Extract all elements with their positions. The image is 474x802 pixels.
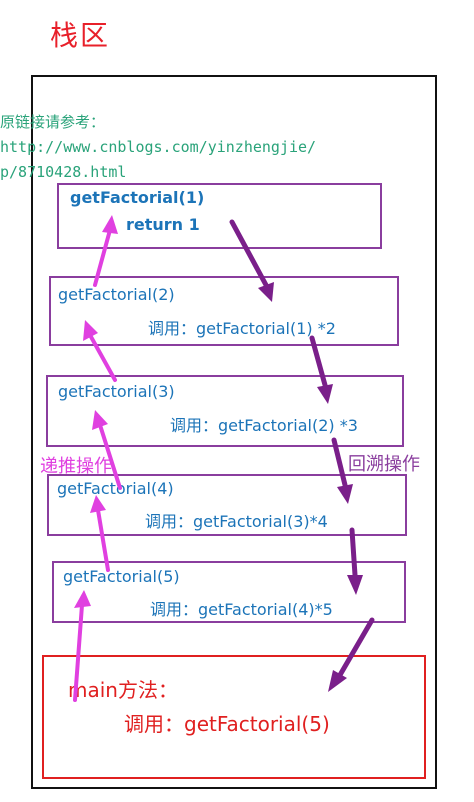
backtrack-arrows	[229, 219, 375, 692]
frame-3-call: 调用：getFactorial(2) *3	[170, 416, 358, 435]
backtrack-arrowhead-5	[347, 575, 363, 595]
backtrack-arrowhead-main	[328, 670, 347, 692]
frame-3-function: getFactorial(3)	[58, 382, 175, 401]
recursion-arrow-3-to-2	[88, 333, 117, 382]
backtrack-arrow-3-to-4	[331, 437, 348, 488]
recursion-arrowhead-5	[74, 590, 91, 608]
backtrack-arrowhead-3	[317, 384, 333, 404]
backtrack-arrowhead-4	[337, 484, 353, 504]
frame-2-function: getFactorial(2)	[58, 285, 175, 304]
watermark-line-1: 原链接请参考：	[0, 113, 106, 131]
source-watermark: 原链接请参考： http://www.cnblogs.com/yinzhengj…	[0, 110, 316, 185]
main-method-call: 调用：getFactorial(5)	[124, 712, 330, 736]
backtrack-arrow-2-to-3	[309, 335, 328, 388]
stack-frame-2	[49, 276, 399, 346]
stack-area-title: 栈区	[50, 19, 111, 52]
recursion-arrows	[73, 215, 122, 702]
backtrack-arrow-4-to-5	[349, 527, 358, 578]
backtrack-arrowhead-2	[258, 282, 274, 302]
backtrack-arrow-1-to-2	[229, 219, 269, 288]
frame-4-call: 调用：getFactorial(3)*4	[145, 512, 328, 531]
frame-5-function: getFactorial(5)	[63, 567, 180, 586]
recursion-arrowhead-1	[102, 215, 118, 234]
backtrack-label: 回溯操作	[348, 454, 420, 475]
stack-frame-5	[52, 561, 406, 623]
recursion-arrowhead-3	[92, 410, 108, 430]
stack-frame-1	[57, 183, 382, 249]
watermark-line-3: p/8710428.html	[0, 163, 127, 181]
watermark-line-2: http://www.cnblogs.com/yinzhengjie/	[0, 138, 317, 156]
backtrack-arrow-5-to-main	[337, 617, 375, 678]
frame-1-call: return 1	[126, 215, 200, 234]
recursion-arrow-5-to-4	[96, 508, 110, 572]
recursion-label: 递推操作	[40, 456, 112, 477]
frame-1-function: getFactorial(1)	[70, 188, 205, 207]
recursion-arrow-4-to-3	[98, 423, 122, 490]
main-method-box	[42, 655, 426, 779]
frame-4-function: getFactorial(4)	[57, 479, 174, 498]
frame-5-call: 调用：getFactorial(4)*5	[150, 600, 333, 619]
stack-frame-3	[46, 375, 404, 447]
recursion-arrowhead-4	[90, 495, 106, 513]
recursion-arrowhead-2	[83, 320, 98, 341]
recursion-arrow-main-to-5	[73, 603, 84, 702]
stack-outer-box	[31, 75, 437, 789]
frame-2-call: 调用：getFactorial(1) *2	[148, 319, 336, 338]
recursion-arrow-2-to-1	[93, 228, 112, 287]
main-method-title: main方法：	[68, 678, 178, 702]
